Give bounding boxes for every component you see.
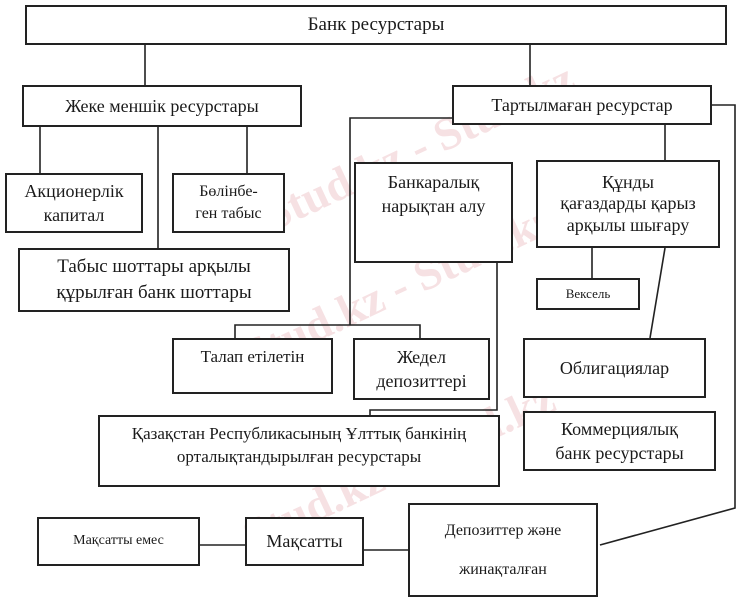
node-label: Облигациялар [559, 357, 670, 378]
node-bank-resources: Банк ресурстары [25, 5, 727, 45]
node-label: Бөлінбе- ген табыс [195, 183, 262, 222]
node-non-targeted: Мақсатты емес [37, 517, 200, 566]
node-label: Вексель [565, 286, 611, 302]
node-label: Акционерлік капитал [24, 180, 124, 225]
node-label: Тартылмаған ресурстар [491, 94, 673, 115]
node-label: Қазақстан Республикасының Ұлттық банкіні… [131, 424, 467, 466]
node-label: Талап етілетін [200, 347, 305, 366]
node-label: Банк ресурстары [307, 14, 445, 36]
node-label: Коммерциялық банк ресурстары [555, 418, 684, 463]
node-deposits: Депозиттер және жинақталған [408, 503, 598, 597]
node-national-bank: Қазақстан Республикасының Ұлттық банкіні… [98, 415, 500, 487]
node-label: Депозиттер және жинақталған [444, 522, 562, 578]
node-equity-capital: Акционерлік капитал [5, 173, 143, 233]
node-securities: Құнды қағаздарды қарыз арқылы шығару [536, 160, 720, 248]
node-label: Жедел депозиттері [376, 346, 467, 391]
node-bill: Вексель [536, 278, 640, 310]
node-label: Жеке меншік ресурстары [65, 95, 259, 116]
node-label: Табыс шоттары арқылы құрылған банк шотта… [56, 256, 252, 303]
node-demand-deposits: Талап етілетін [172, 338, 333, 394]
node-label: Мақсатты [266, 531, 343, 552]
node-commercial-bank: Коммерциялық банк ресурстары [523, 411, 716, 471]
node-retained-earnings: Бөлінбе- ген табыс [172, 173, 285, 233]
node-label: Құнды қағаздарды қарыз арқылы шығару [560, 171, 696, 235]
node-interbank: Банкаралық нарықтан алу [354, 162, 513, 263]
node-label: Банкаралық нарықтан алу [381, 172, 486, 217]
node-targeted: Мақсатты [245, 517, 364, 566]
node-attracted-resources: Тартылмаған ресурстар [452, 85, 712, 125]
node-urgent-deposits: Жедел депозиттері [353, 338, 490, 400]
node-bonds: Облигациялар [523, 338, 706, 398]
node-label: Мақсатты емес [73, 533, 164, 549]
node-income-accounts: Табыс шоттары арқылы құрылған банк шотта… [18, 248, 290, 312]
node-private-resources: Жеке меншік ресурстары [22, 85, 302, 127]
